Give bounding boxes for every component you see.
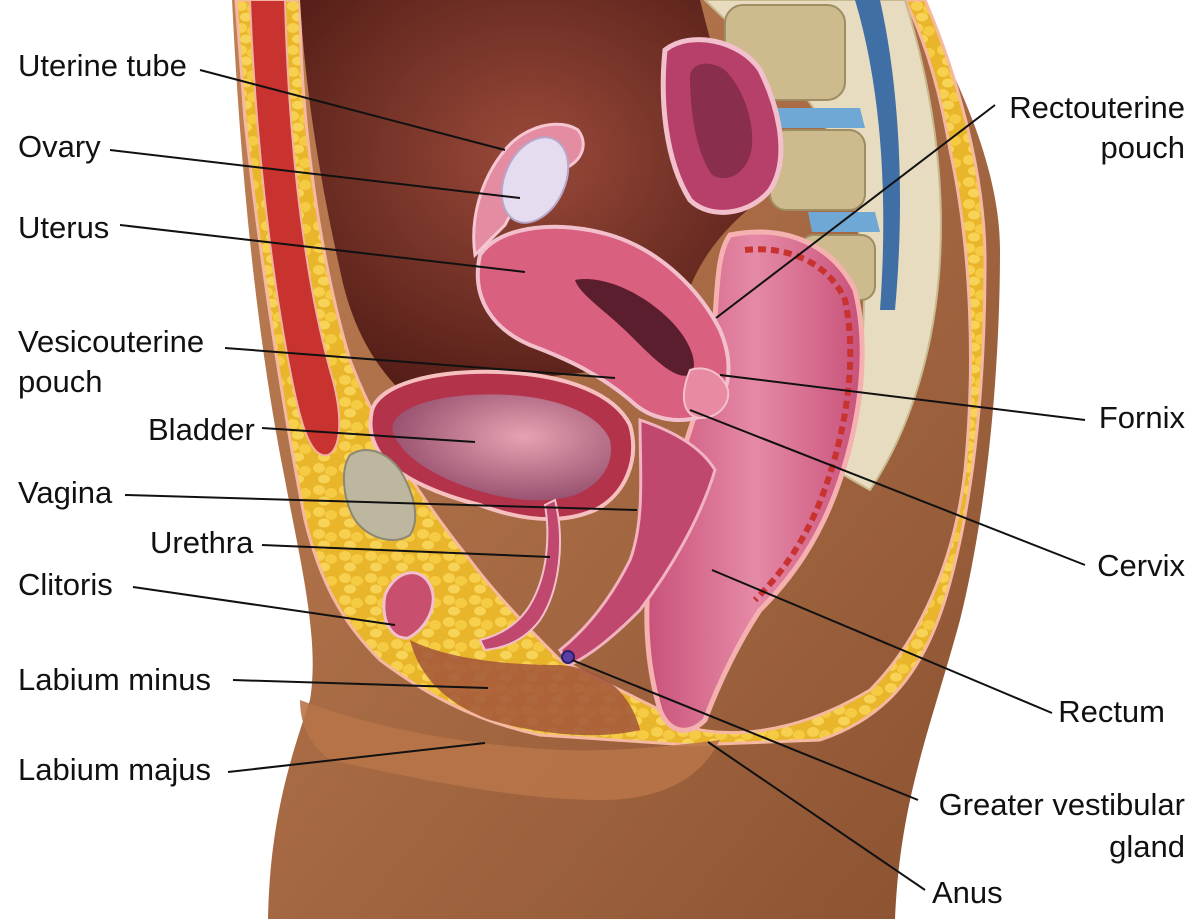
label-urethra: Urethra	[150, 525, 254, 560]
leader-urethra	[261, 544, 551, 558]
uterine-cavity	[575, 279, 694, 376]
leader-rectum	[711, 569, 1053, 714]
leader-vesicouterine	[224, 347, 616, 379]
cervix	[682, 367, 730, 420]
label-rectouterine-line2: pouch	[1101, 130, 1185, 165]
label-vesicouterine-line1: Vesicouterine	[18, 324, 204, 359]
label-vagina: Vagina	[18, 475, 113, 510]
label-clitoris: Clitoris	[18, 567, 113, 602]
bladder-lumen	[392, 394, 611, 501]
label-rectum: Rectum	[1058, 694, 1165, 729]
rectus-muscle	[248, 0, 341, 457]
label-greater-vestibular-line2: gland	[1109, 829, 1185, 864]
leader-cervix	[689, 409, 1086, 566]
label-ovary: Ovary	[18, 129, 101, 164]
labium-majus	[300, 700, 720, 800]
leader-bladder	[261, 427, 476, 443]
label-vesicouterine-line2: pouch	[18, 364, 102, 399]
clitoris	[382, 571, 435, 640]
leader-uterus	[119, 224, 526, 273]
leader-uterine-tube	[199, 69, 506, 151]
label-labium-majus: Labium majus	[18, 752, 211, 787]
labium-minus	[410, 640, 640, 736]
leader-rectouterine	[715, 104, 996, 319]
disc-1	[760, 108, 865, 128]
ovary	[500, 136, 570, 224]
vagina	[557, 417, 717, 667]
leader-clitoris	[132, 586, 396, 626]
label-greater-vestibular-line1: Greater vestibular	[939, 787, 1185, 822]
leader-labium-minus	[232, 679, 489, 689]
label-anus: Anus	[932, 875, 1003, 910]
leader-vagina	[124, 494, 638, 511]
label-bladder: Bladder	[148, 412, 255, 447]
leader-labium-majus	[227, 742, 486, 773]
label-labium-minus: Labium minus	[18, 662, 211, 697]
leader-greater-vestibular	[571, 659, 919, 801]
pubic-bone	[343, 449, 417, 541]
label-rectouterine-line1: Rectouterine	[1009, 90, 1185, 125]
spinal-canal	[855, 0, 900, 310]
rectum-wall	[744, 246, 854, 603]
urethra	[478, 498, 561, 652]
leader-ovary	[109, 149, 521, 199]
sigmoid-lumen	[690, 63, 753, 179]
label-uterus: Uterus	[18, 210, 109, 245]
leader-fornix	[719, 374, 1086, 421]
greater-vestibular-gland	[561, 650, 575, 664]
disc-2	[808, 212, 880, 232]
label-cervix: Cervix	[1097, 548, 1185, 583]
label-fornix: Fornix	[1099, 400, 1186, 435]
fat-tissue	[234, 0, 987, 747]
leader-anus	[707, 741, 926, 891]
vertebra-2	[769, 129, 866, 211]
label-uterine-tube: Uterine tube	[18, 48, 187, 83]
